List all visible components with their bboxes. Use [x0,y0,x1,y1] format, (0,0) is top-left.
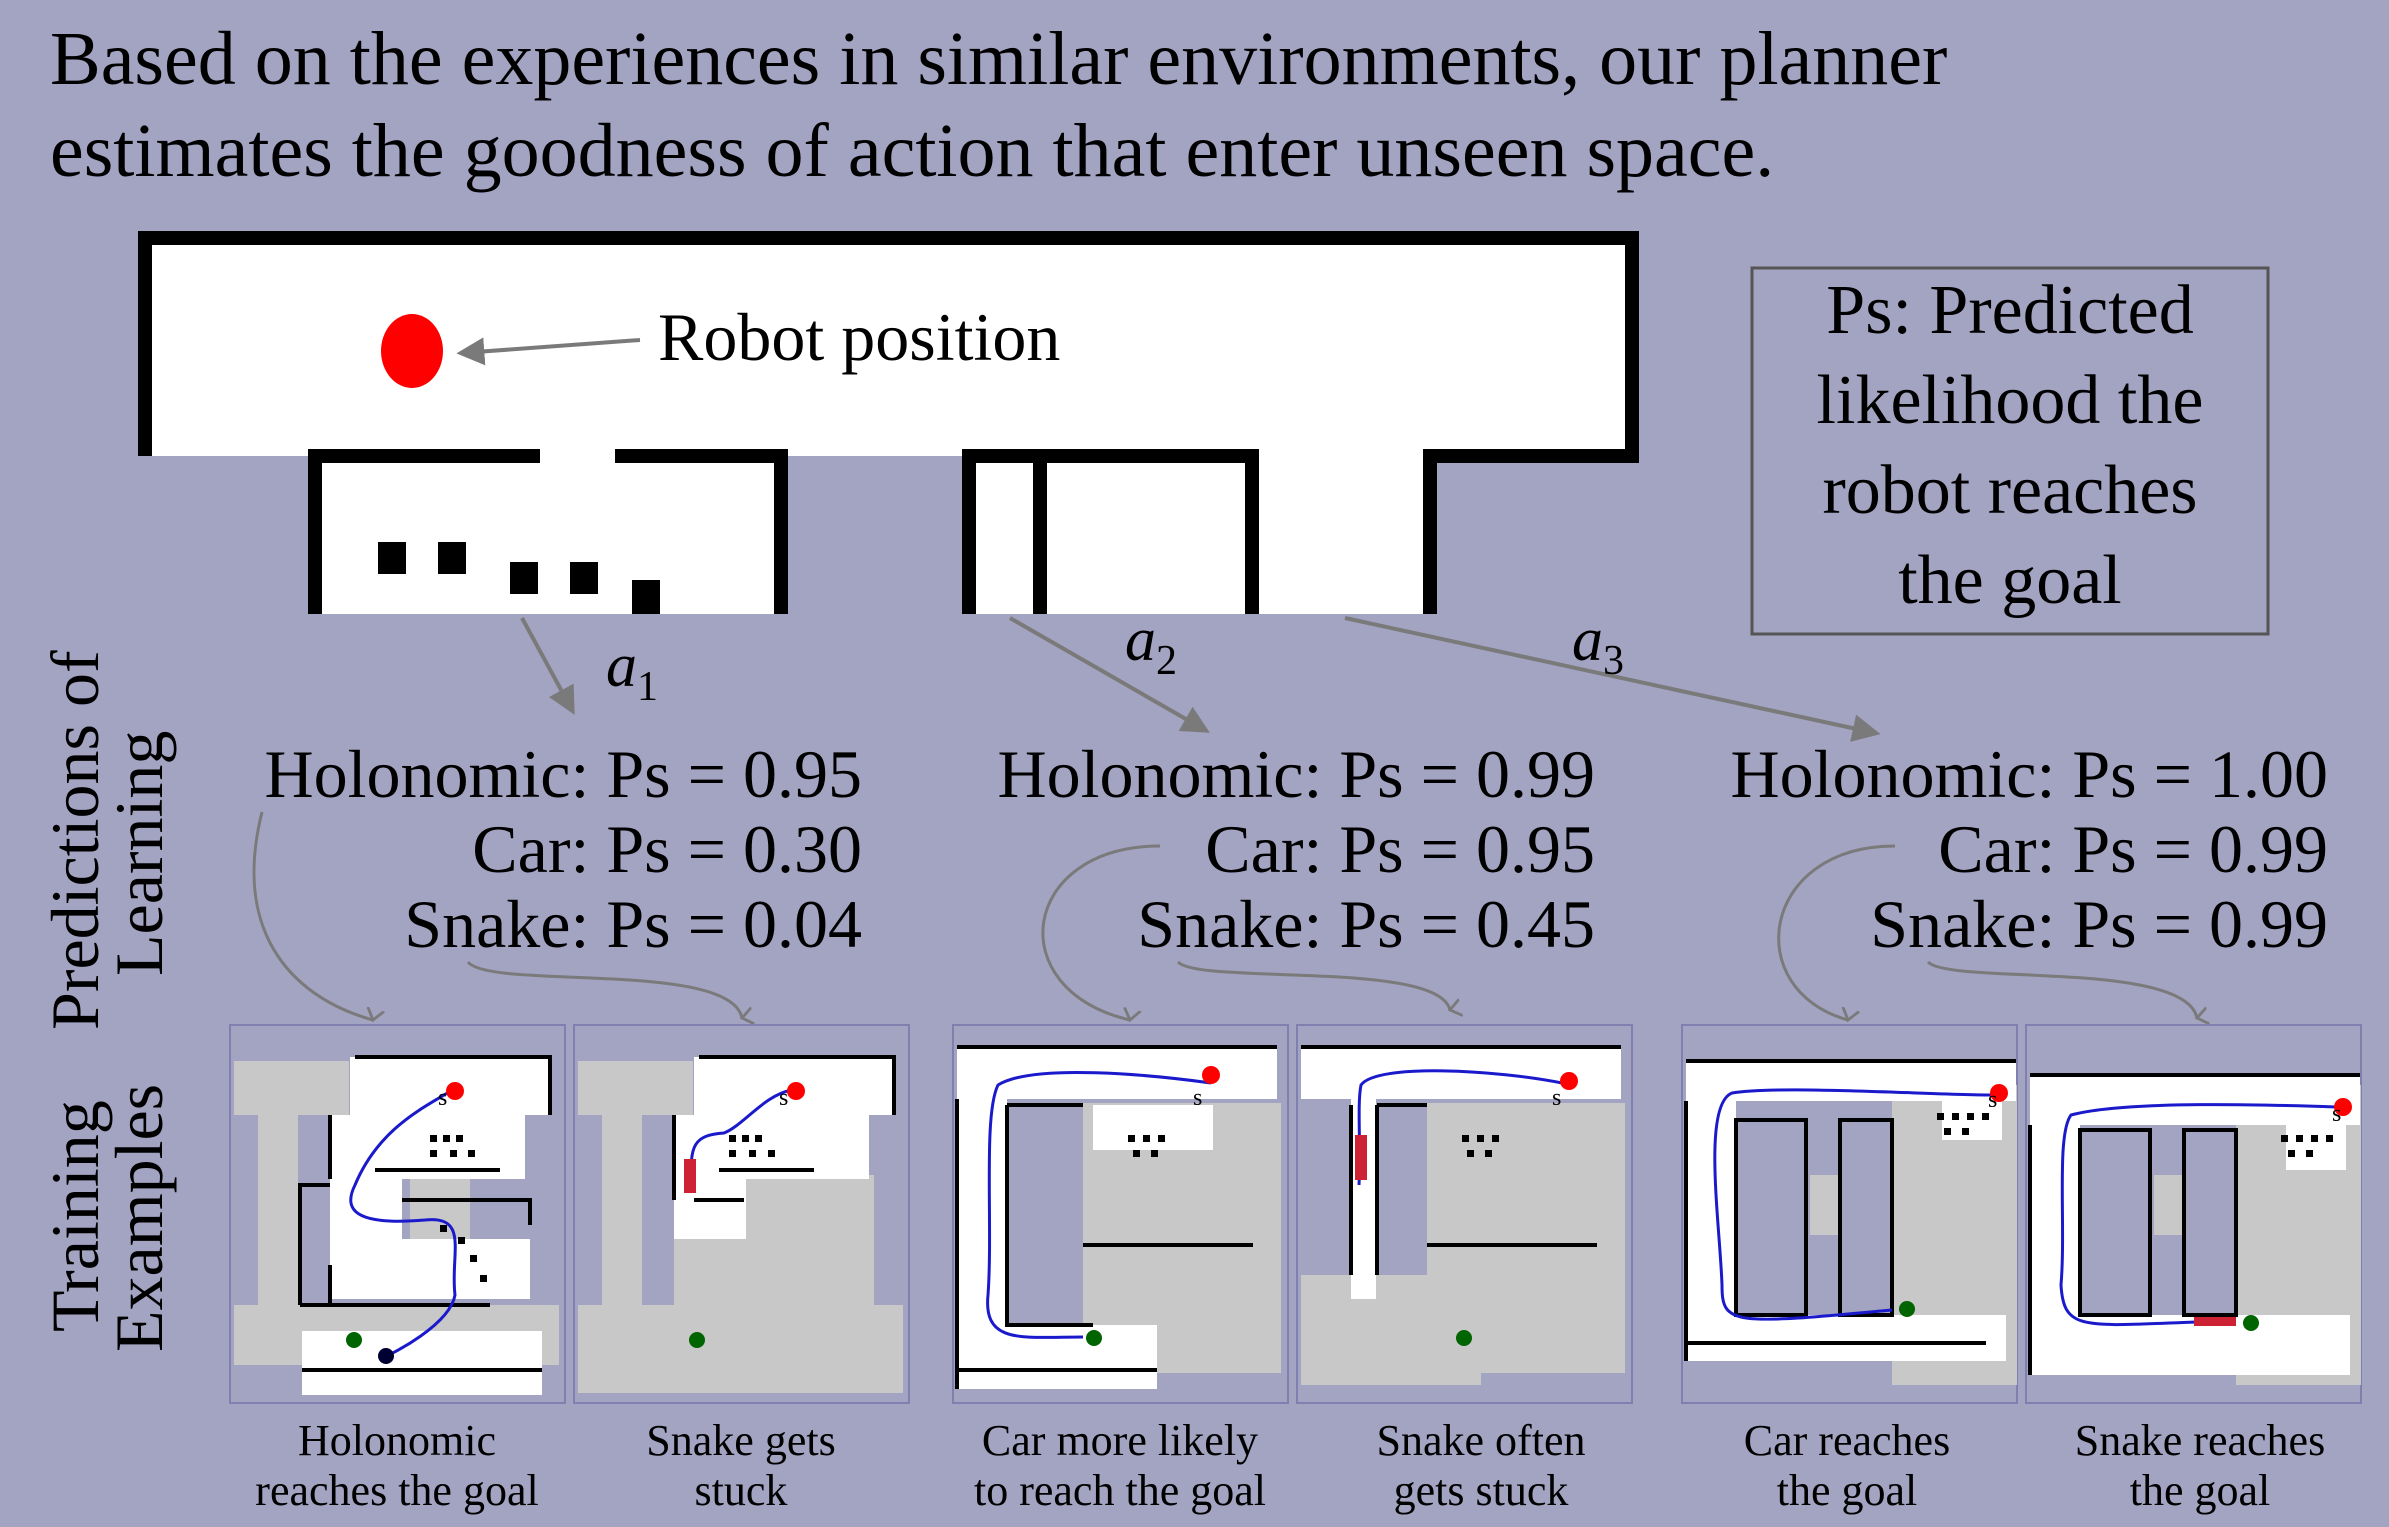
example-pointers [252,811,2197,1020]
predictions-a3: Holonomic: Ps = 1.00 Car: Ps = 0.99 Snak… [1731,736,2329,962]
training-label-line-1: Training [37,1100,113,1332]
pointer-snake-a1 [466,960,742,1018]
prediction-snake: Snake: Ps = 0.45 [1137,886,1595,962]
prediction-snake: Snake: Ps = 0.99 [1870,886,2328,962]
robot-dot [381,314,443,388]
start-mark: s [438,1085,447,1111]
pointer-car-a3 [1777,844,1896,1020]
training-label: Training Examples [37,1084,177,1352]
prediction-car: Car: Ps = 0.30 [472,811,862,887]
robot-arrow [456,337,641,366]
action-arrow-2 [1009,616,1210,733]
caption-2-line-2: stuck [695,1466,788,1515]
legend-line-3: robot reaches [1822,452,2197,529]
action-label-2: a2 [1125,606,1177,684]
pointer-holonomic-a1 [252,811,373,1020]
pointer-snake-a2 [1176,960,1450,1010]
example-panel-3: s [952,1024,1289,1404]
caption-4-line-1: Snake often [1377,1416,1586,1465]
caption-3-line-2: to reach the goal [974,1466,1266,1515]
start-mark: s [1988,1087,1997,1113]
legend-box: Ps: Predicted likelihood the robot reach… [1750,266,2270,636]
caption-4-line-2: gets stuck [1394,1466,1569,1515]
example-panel-6: s [2025,1024,2362,1404]
environment-map: Robot position [138,231,1639,614]
predictions-label: Predictions of Learning [37,650,177,1030]
caption-1-line-1: Holonomic [298,1416,496,1465]
map-walls [138,231,1639,614]
caption-5-line-1: Car reaches [1744,1416,1950,1465]
caption-5-line-2: the goal [1777,1466,1918,1515]
predictions-label-line-2: Learning [101,731,177,976]
title-line-2: estimates the goodness of action that en… [50,109,1774,193]
prediction-holonomic: Holonomic: Ps = 0.95 [265,736,863,812]
caption-3-line-1: Car more likely [982,1416,1258,1465]
predictions-a1: Holonomic: Ps = 0.95 Car: Ps = 0.30 Snak… [265,736,863,962]
caption-1-line-2: reaches the goal [255,1466,538,1515]
start-mark: s [2332,1101,2341,1127]
predictions-a2: Holonomic: Ps = 0.99 Car: Ps = 0.95 Snak… [998,736,1596,962]
prediction-holonomic: Holonomic: Ps = 1.00 [1731,736,2329,812]
action-arrow-3 [1344,616,1881,742]
obstacles [378,542,660,614]
pointer-snake-a3 [1926,960,2197,1018]
predictions-label-line-1: Predictions of [37,650,113,1030]
start-mark: s [1552,1085,1561,1111]
prediction-holonomic: Holonomic: Ps = 0.99 [998,736,1596,812]
start-mark: s [1193,1085,1202,1111]
prediction-car: Car: Ps = 0.99 [1938,811,2328,887]
captions: Holonomic reaches the goal Snake gets st… [255,1416,2325,1515]
example-panel-1: s [229,1024,566,1404]
prediction-snake: Snake: Ps = 0.04 [404,886,862,962]
legend-line-2: likelihood the [1817,362,2204,439]
example-panel-2: s [573,1024,910,1404]
legend-line-1: Ps: Predicted [1826,272,2193,349]
training-label-line-2: Examples [101,1084,177,1352]
example-panel-4: s [1296,1024,1633,1404]
title-line-1: Based on the experiences in similar envi… [50,17,1947,101]
action-label-3: a3 [1572,606,1624,684]
legend-line-4: the goal [1898,542,2122,619]
robot-position-label: Robot position [658,299,1060,375]
room-3 [1040,456,1252,614]
room-1 [315,456,781,614]
caption-6-line-2: the goal [2130,1466,2271,1515]
action-arrow-1 [520,617,575,715]
start-mark: s [779,1085,788,1111]
action-label-1: a1 [606,632,658,710]
prediction-car: Car: Ps = 0.95 [1205,811,1595,887]
action-arrows [520,616,1881,742]
pointer-car-a2 [1041,844,1161,1020]
example-panel-5: s [1681,1024,2018,1404]
caption-2-line-1: Snake gets [646,1416,835,1465]
caption-6-line-1: Snake reaches [2075,1416,2325,1465]
